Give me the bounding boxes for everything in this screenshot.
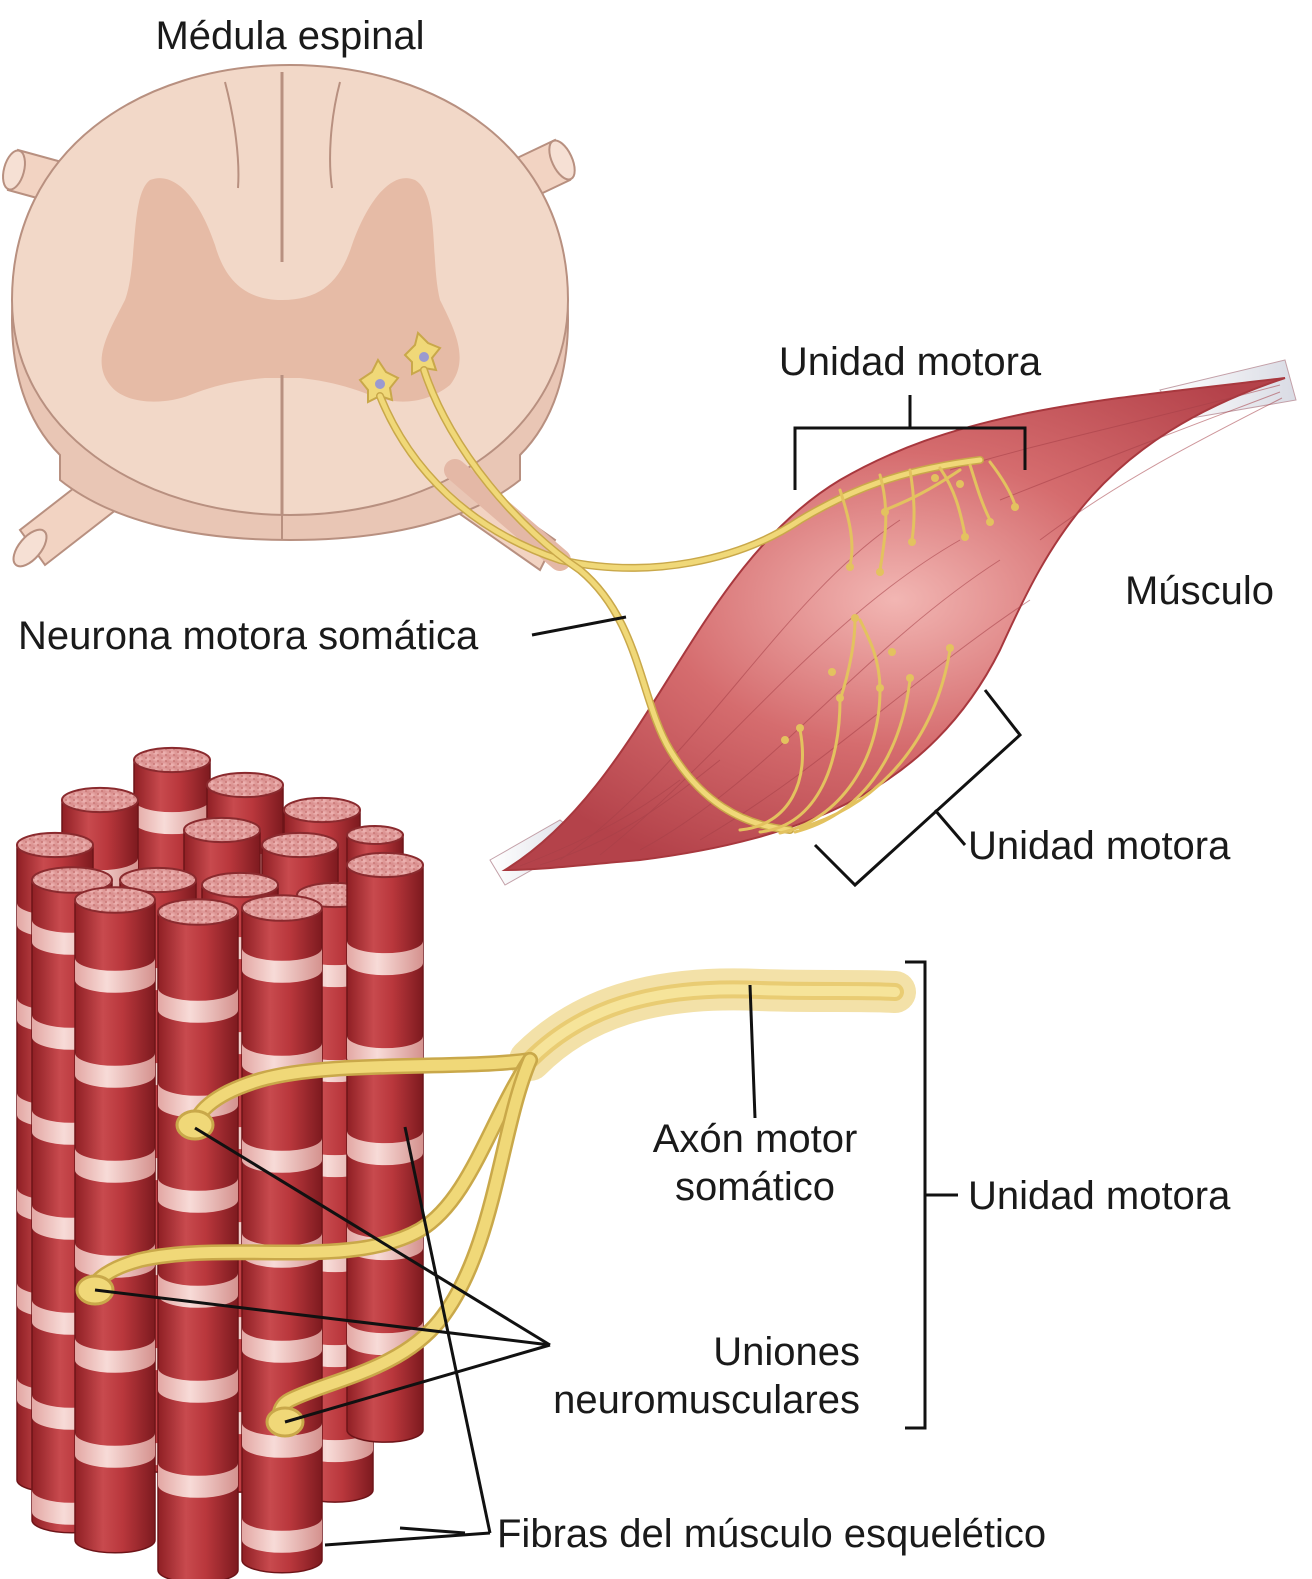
label-muscle: Músculo <box>1125 567 1274 615</box>
label-somatic-motor-axon-line2: somático <box>620 1163 890 1211</box>
muscle-fiber <box>75 887 155 1553</box>
label-motor-unit-bottom: Unidad motora <box>968 822 1230 870</box>
skeletal-muscle-fiber-bundle <box>17 748 423 1579</box>
muscle-fiber <box>158 899 238 1579</box>
label-spinal-cord: Médula espinal <box>140 12 440 60</box>
bracket-motor-unit-right <box>905 962 925 1428</box>
label-somatic-motor-axon-line1: Axón motor <box>620 1115 890 1163</box>
label-somatic-motor-axon: Axón motor somático <box>620 1115 890 1211</box>
label-somatic-motor-neuron: Neurona motora somática <box>18 612 478 660</box>
muscle <box>490 360 1296 885</box>
muscle-fiber <box>242 895 322 1573</box>
label-skeletal-muscle-fibers: Fibras del músculo esquelético <box>497 1510 1046 1558</box>
label-motor-unit-top: Unidad motora <box>740 338 1080 386</box>
leader-somatic-motor-neuron <box>532 617 626 635</box>
label-motor-unit-right: Unidad motora <box>968 1172 1230 1220</box>
label-neuromuscular-junctions: Uniones neuromusculares <box>520 1328 860 1424</box>
label-nmj-line1: Uniones <box>520 1328 860 1376</box>
label-nmj-line2: neuromusculares <box>520 1376 860 1424</box>
spinal-white-matter <box>12 65 568 515</box>
